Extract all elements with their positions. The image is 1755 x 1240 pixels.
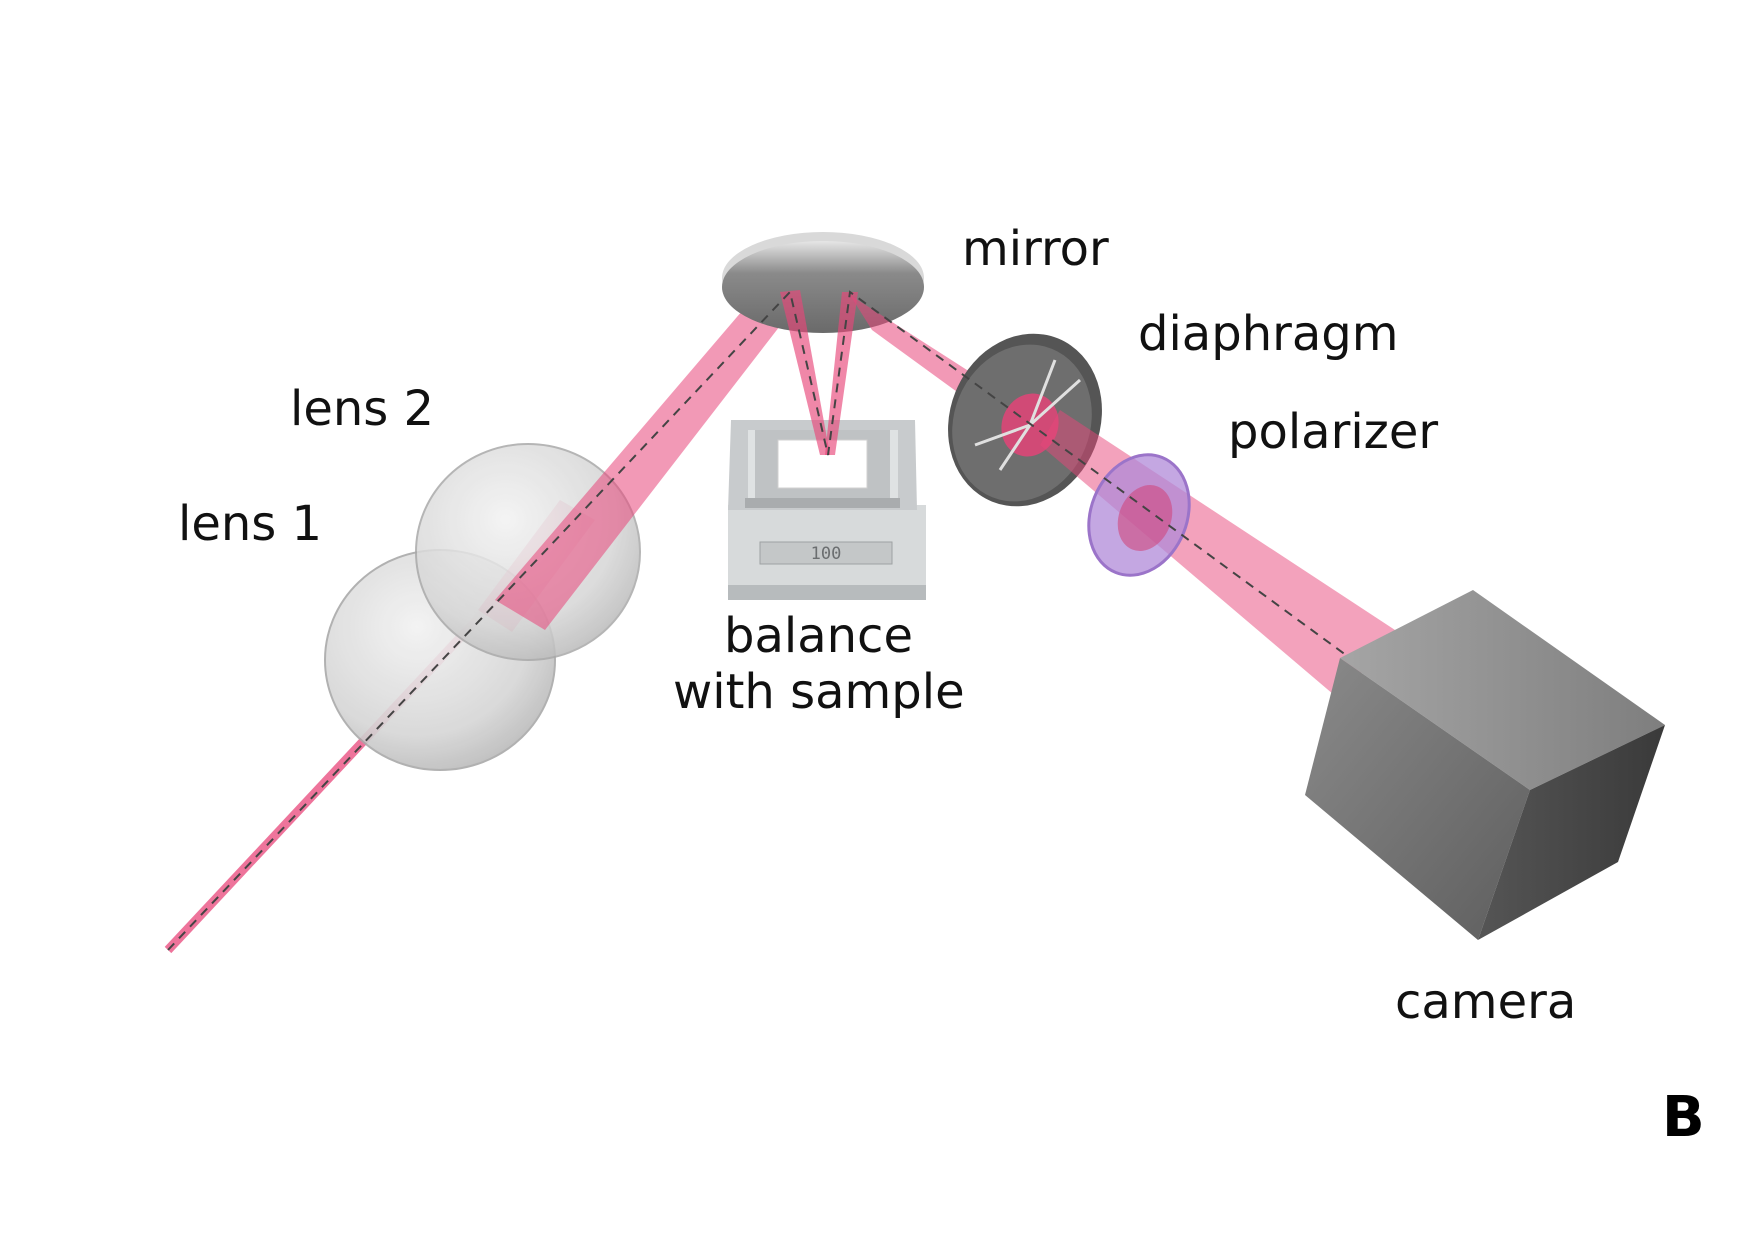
beam-segment-to-mirror: [495, 290, 800, 630]
optical-axis-dashed: [167, 289, 1351, 951]
label-mirror: mirror: [962, 221, 1109, 277]
label-diaphragm: diaphragm: [1138, 306, 1399, 362]
balance-display-text: 100: [811, 544, 842, 564]
label-balance-line1: balance: [724, 608, 913, 664]
camera-cube-icon: [1305, 590, 1665, 940]
mirror-icon: [722, 232, 924, 333]
panel-letter: B: [1662, 1085, 1705, 1150]
label-camera: camera: [1395, 974, 1577, 1030]
polarizer-icon: [1087, 453, 1191, 577]
label-balance-line2: with sample: [673, 664, 965, 720]
label-lens-2: lens 2: [290, 381, 435, 437]
label-polarizer: polarizer: [1228, 404, 1439, 460]
label-lens-1: lens 1: [178, 496, 323, 552]
balance-icon: 100: [728, 420, 926, 600]
